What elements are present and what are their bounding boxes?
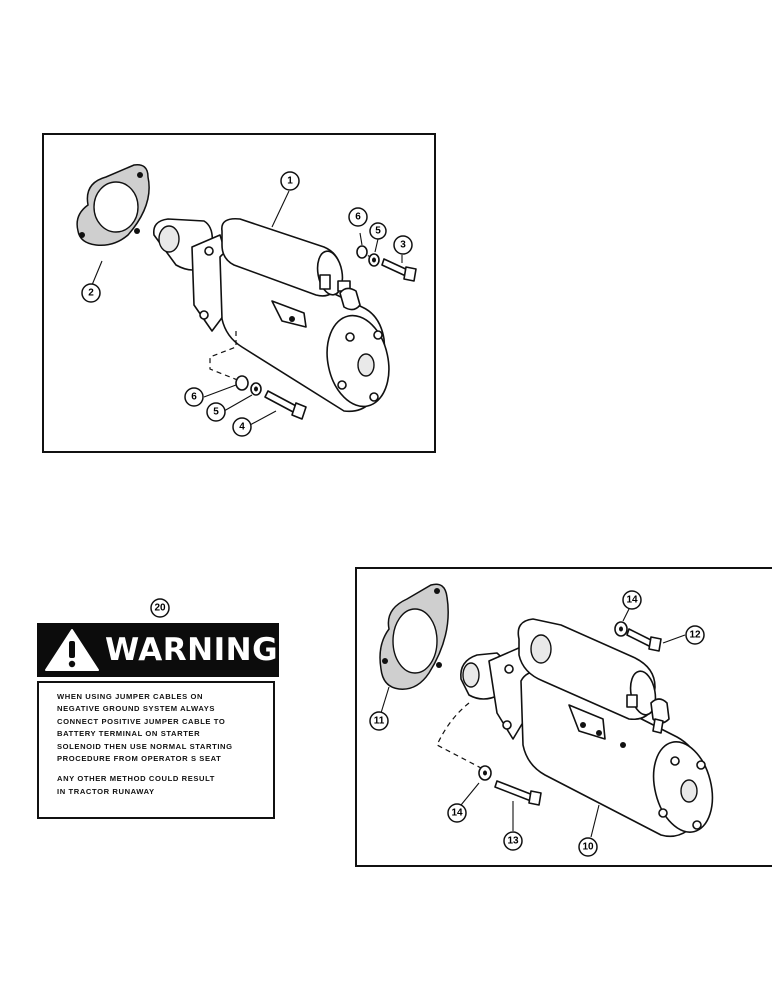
svg-text:6: 6 [355, 212, 361, 223]
starter-motor-part-1 [152, 217, 390, 413]
callout-3: 3 [393, 235, 413, 255]
svg-text:14: 14 [451, 808, 463, 819]
callout-5-lower: 5 [206, 402, 226, 422]
hardware-upper [356, 245, 417, 282]
hardware-lower [235, 375, 307, 420]
starter-exploded-view-top: 1 2 3 5 6 6 5 4 [42, 133, 436, 453]
starter-drawing-top: 1 2 3 5 6 6 5 4 [76, 164, 417, 437]
svg-text:10: 10 [582, 842, 594, 853]
callout-1: 1 [280, 171, 300, 191]
warning-header: WARNING [37, 623, 279, 677]
gasket-part-11 [379, 583, 449, 690]
svg-text:20: 20 [154, 603, 166, 614]
hardware-upper [614, 621, 662, 652]
gasket-part-2 [76, 164, 150, 247]
warning-line: PROCEDURE FROM OPERATOR S SEAT [57, 754, 222, 764]
starter-exploded-view-bottom: 14 12 11 14 13 10 [355, 567, 772, 867]
callout-6-upper: 6 [348, 207, 368, 227]
warning-decal: WARNING WHEN USING JUMPER CABLES ON NEGA… [37, 623, 279, 823]
callout-13: 13 [503, 831, 523, 851]
svg-text:1: 1 [287, 176, 293, 187]
svg-text:6: 6 [191, 392, 197, 403]
warning-triangle-icon [45, 629, 99, 671]
warning-line: NEGATIVE GROUND SYSTEM ALWAYS [57, 704, 216, 714]
svg-text:5: 5 [375, 226, 381, 237]
callout-4: 4 [232, 417, 252, 437]
svg-text:3: 3 [400, 240, 406, 251]
warning-line: CONNECT POSITIVE JUMPER CABLE TO [57, 716, 226, 726]
svg-text:2: 2 [88, 288, 94, 299]
warning-line: ANY OTHER METHOD COULD RESULT [57, 774, 216, 784]
svg-text:14: 14 [626, 595, 638, 606]
callout-6-lower: 6 [184, 387, 204, 407]
svg-text:4: 4 [239, 422, 245, 433]
warning-title: WARNING [105, 632, 279, 668]
hardware-lower [478, 765, 542, 806]
svg-text:11: 11 [374, 716, 385, 727]
svg-text:5: 5 [213, 407, 219, 418]
callout-12: 12 [685, 625, 705, 645]
callout-2: 2 [81, 283, 101, 303]
warning-line: BATTERY TERMINAL ON STARTER [57, 729, 201, 739]
warning-line: SOLENOID THEN USE NORMAL STARTING [57, 741, 233, 751]
svg-text:12: 12 [689, 630, 701, 641]
starter-drawing-bottom: 14 12 11 14 13 10 [369, 583, 714, 857]
callout-14-lower: 14 [447, 803, 467, 823]
warning-line: WHEN USING JUMPER CABLES ON [57, 692, 204, 701]
callout-11: 11 [369, 711, 389, 731]
svg-text:13: 13 [507, 836, 519, 847]
warning-line: IN TRACTOR RUNAWAY [57, 786, 155, 796]
callout-5-upper: 5 [369, 222, 387, 240]
starter-motor-part-10 [460, 618, 714, 838]
callout-14-upper: 14 [622, 590, 642, 610]
callout-20: 20 [150, 598, 170, 618]
callout-10: 10 [578, 837, 598, 857]
warning-text-block: WHEN USING JUMPER CABLES ON NEGATIVE GRO… [37, 681, 275, 819]
